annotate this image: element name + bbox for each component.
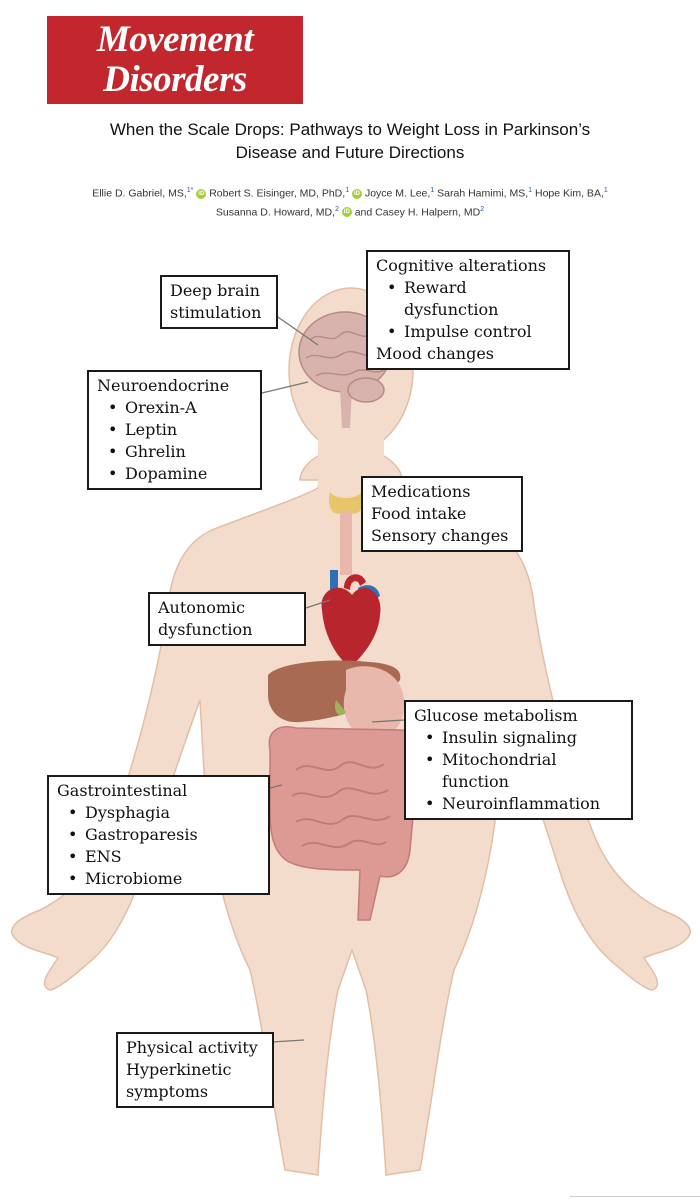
- thyroid-esophagus: [328, 492, 364, 575]
- gastro-item: ENS: [57, 846, 260, 868]
- author-name: and Casey H. Halpern, MD: [354, 206, 481, 218]
- author-affiliation: 2: [480, 205, 485, 213]
- glucose-item: Insulin signaling: [414, 727, 623, 749]
- label-medications: Medications Food intake Sensory changes: [361, 476, 523, 552]
- autonomic-line1: Autonomic: [158, 598, 246, 617]
- author-affiliation: 1: [528, 187, 533, 194]
- glucose-item: Mitochondrial function: [414, 749, 564, 793]
- journal-logo-line2: Disorders: [103, 59, 247, 100]
- autonomic-line2: dysfunction: [158, 620, 253, 639]
- bottom-rule: [570, 1196, 700, 1197]
- author-name: Susanna D. Howard, MD,: [215, 206, 335, 218]
- author-name: Joyce M. Lee,: [364, 187, 431, 200]
- label-deep-brain-stimulation: Deep brain stimulation: [160, 275, 278, 329]
- neuroendocrine-item: Orexin-A: [97, 397, 252, 419]
- journal-logo-line1: Movement: [96, 19, 254, 60]
- intestines-organ: [268, 726, 420, 921]
- connector-lines: [261, 314, 405, 1043]
- author-line-2: Susanna D. Howard, MD,2 iD and Casey H. …: [30, 202, 670, 221]
- author-name: Ellie D. Gabriel, MS,: [92, 187, 187, 200]
- dbs-line2: stimulation: [170, 303, 262, 322]
- author-affiliation: 1: [430, 187, 435, 194]
- cognitive-heading: Cognitive alterations: [376, 256, 547, 275]
- medications-line1: Medications: [371, 482, 471, 501]
- cognitive-list: Reward dysfunction Impulse control: [376, 277, 560, 343]
- orcid-icon[interactable]: iD: [196, 188, 207, 199]
- cognitive-item: Reward dysfunction: [376, 277, 560, 321]
- author-name: Robert S. Eisinger, MD, PhD,: [209, 187, 346, 200]
- orcid-icon[interactable]: iD: [341, 207, 352, 218]
- cognitive-footer: Mood changes: [376, 344, 495, 363]
- gastro-item: Microbiome: [57, 868, 260, 890]
- neuroendocrine-item: Ghrelin: [97, 441, 252, 463]
- glucose-heading: Glucose metabolism: [414, 706, 578, 725]
- liver-stomach: [268, 660, 405, 738]
- author-affiliation: 2: [334, 205, 339, 213]
- pathways-figure: Deep brain stimulation Cognitive alterat…: [0, 230, 700, 1190]
- gastro-item: Gastroparesis: [57, 824, 260, 846]
- article-title-line1: When the Scale Drops: Pathways to Weight…: [109, 120, 591, 139]
- physical-line2: Hyperkinetic: [126, 1060, 232, 1079]
- neuroendocrine-heading: Neuroendocrine: [97, 376, 230, 395]
- neuroendocrine-list: Orexin-A Leptin Ghrelin Dopamine: [97, 397, 252, 485]
- label-cognitive-alterations: Cognitive alterations Reward dysfunction…: [366, 250, 570, 370]
- author-name: Hope Kim, BA,: [535, 187, 604, 200]
- medications-line3: Sensory changes: [371, 526, 509, 545]
- gastro-list: Dysphagia Gastroparesis ENS Microbiome: [57, 802, 260, 890]
- author-line-1: Ellie D. Gabriel, MS,1* iD Robert S. Eis…: [30, 183, 670, 202]
- label-autonomic-dysfunction: Autonomic dysfunction: [148, 592, 306, 646]
- glucose-list: Insulin signaling Mitochondrial function…: [414, 727, 623, 815]
- dbs-line1: Deep brain: [170, 281, 260, 300]
- cognitive-item: Impulse control: [376, 321, 560, 343]
- glucose-item: Neuroinflammation: [414, 793, 623, 815]
- article-title-line2: Disease and Future Directions: [235, 143, 465, 162]
- physical-line3: symptoms: [126, 1082, 209, 1101]
- author-affiliation: 1: [603, 187, 608, 194]
- article-title: When the Scale Drops: Pathways to Weight…: [20, 118, 680, 164]
- author-affiliation: 1*: [186, 187, 194, 194]
- heart-organ: [321, 570, 381, 668]
- physical-line1: Physical activity: [126, 1038, 258, 1057]
- medications-line2: Food intake: [371, 504, 467, 523]
- author-name: Sarah Hamimi, MS,: [437, 187, 529, 200]
- neuroendocrine-item: Leptin: [97, 419, 252, 441]
- label-physical-activity: Physical activity Hyperkinetic symptoms: [116, 1032, 274, 1108]
- gastro-item: Dysphagia: [57, 802, 260, 824]
- gastro-heading: Gastrointestinal: [57, 781, 188, 800]
- author-list: Ellie D. Gabriel, MS,1* iD Robert S. Eis…: [30, 183, 670, 220]
- journal-logo: Movement Disorders: [47, 16, 303, 104]
- author-affiliation: 1: [345, 187, 350, 194]
- orcid-icon[interactable]: iD: [352, 188, 363, 199]
- label-glucose-metabolism: Glucose metabolism Insulin signaling Mit…: [404, 700, 633, 820]
- label-gastrointestinal: Gastrointestinal Dysphagia Gastroparesis…: [47, 775, 270, 895]
- neuroendocrine-item: Dopamine: [97, 463, 252, 485]
- label-neuroendocrine: Neuroendocrine Orexin-A Leptin Ghrelin D…: [87, 370, 262, 490]
